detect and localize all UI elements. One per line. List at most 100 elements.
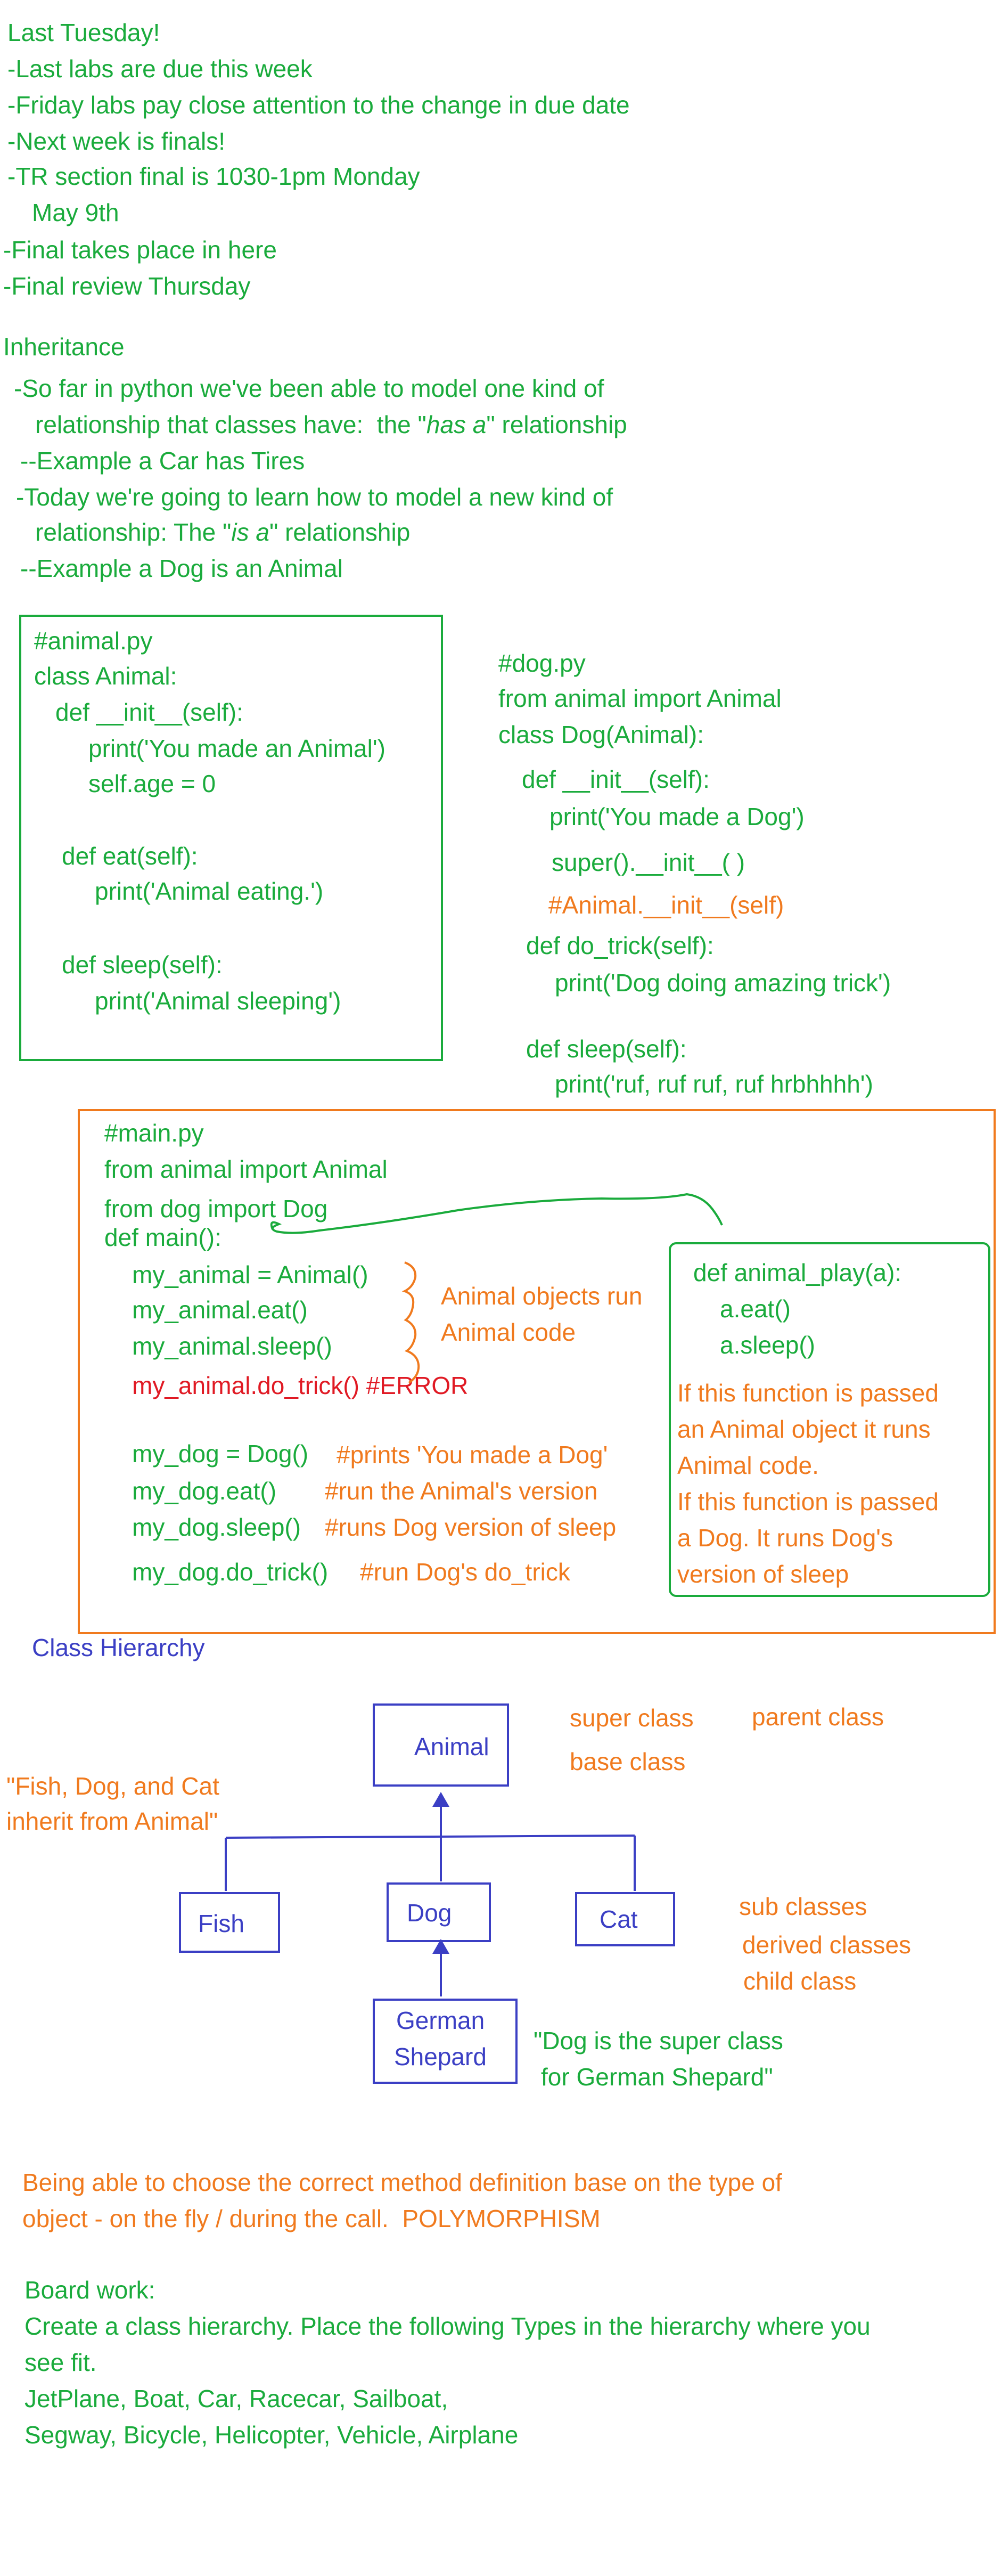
arrowhead-icon (432, 1939, 449, 1954)
inheritance-line: -So far in python we've been able to mod… (14, 374, 604, 402)
code-comment: #run the Animal's version (325, 1477, 598, 1505)
code-line: #animal.py (34, 627, 153, 655)
board-work-line: see fit. (24, 2349, 97, 2376)
code-comment: #Animal.__init__(self) (548, 891, 784, 919)
animal-objects-note: Animal code (441, 1318, 576, 1346)
animal-play-note: version of sleep (677, 1560, 849, 1588)
code-line: def __init__(self): (522, 765, 710, 793)
announcement-line: -Final takes place in here (3, 236, 277, 264)
node-german-shepard (373, 1999, 518, 2084)
code-line: def do_trick(self): (526, 932, 714, 959)
node-label: Shepard (394, 2043, 487, 2070)
code-comment: #prints 'You made a Dog' (337, 1441, 608, 1469)
animal-code-box (19, 615, 443, 1061)
hierarchy-label: super class (570, 1704, 694, 1732)
main-code-box (78, 1109, 996, 1634)
section-heading: Class Hierarchy (32, 1634, 205, 1661)
board-work-line: JetPlane, Boat, Car, Racecar, Sailboat, (24, 2385, 448, 2412)
code-line: my_dog.do_trick() (132, 1558, 329, 1586)
code-line: my_dog.sleep() (132, 1513, 301, 1541)
board-work-line: Segway, Bicycle, Helicopter, Vehicle, Ai… (24, 2421, 519, 2449)
brace-icon (401, 1261, 420, 1384)
code-line: print('Dog doing amazing trick') (555, 969, 891, 997)
announcement-line: -TR section final is 1030-1pm Monday (7, 162, 420, 190)
code-line: from animal import Animal (498, 684, 782, 712)
announcement-line: -Last labs are due this week (7, 55, 313, 83)
hierarchy-label: sub classes (739, 1893, 867, 1920)
node-cat (575, 1892, 675, 1946)
hierarchy-label: inherit from Animal" (6, 1807, 218, 1835)
code-comment: #run Dog's do_trick (360, 1558, 570, 1586)
hierarchy-line (225, 1835, 635, 1839)
arrowhead-icon (432, 1792, 449, 1807)
code-line: def __init__(self): (55, 698, 243, 726)
code-line: #dog.py (498, 649, 586, 677)
code-line: #main.py (104, 1119, 204, 1147)
inheritance-line: relationship: The "is a" relationship (35, 518, 411, 546)
node-label: Cat (600, 1905, 638, 1933)
hierarchy-label: base class (570, 1748, 686, 1775)
inheritance-line: --Example a Car has Tires (20, 447, 305, 475)
inheritance-line: -Today we're going to learn how to model… (16, 483, 613, 511)
announcement-line: -Next week is finals! (7, 127, 226, 155)
code-line: from animal import Animal (104, 1155, 388, 1183)
hierarchy-label: child class (743, 1967, 857, 1995)
code-line: print('You made a Dog') (549, 803, 805, 830)
code-line: def animal_play(a): (693, 1259, 902, 1286)
hierarchy-label: "Dog is the super class (534, 2027, 783, 2055)
code-comment: #runs Dog version of sleep (325, 1513, 617, 1541)
code-line: my_animal = Animal() (132, 1261, 368, 1289)
announcement-line: May 9th (32, 199, 119, 226)
announcement-line: Last Tuesday! (7, 19, 160, 46)
hierarchy-label: derived classes (742, 1931, 912, 1959)
animal-play-note: If this function is passed (677, 1379, 939, 1407)
code-line: class Dog(Animal): (498, 721, 704, 748)
animal-play-note: an Animal object it runs (677, 1415, 931, 1443)
code-line: print('Animal eating.') (95, 877, 324, 905)
board-work-line: Create a class hierarchy. Place the foll… (24, 2312, 871, 2340)
node-label: German (396, 2007, 485, 2034)
code-line: from dog import Dog (104, 1195, 328, 1222)
code-line: print('Animal sleeping') (95, 987, 341, 1015)
code-line: my_dog = Dog() (132, 1440, 309, 1468)
code-line: def sleep(self): (526, 1035, 687, 1063)
polymorphism-line: Being able to choose the correct method … (22, 2169, 782, 2196)
inheritance-line: relationship that classes have: the "has… (35, 411, 627, 438)
code-line: self.age = 0 (88, 770, 216, 797)
node-animal (373, 1703, 509, 1787)
node-label: Fish (198, 1910, 244, 1937)
code-line: def sleep(self): (62, 951, 223, 979)
node-label: Dog (407, 1899, 452, 1927)
code-line: super().__init__( ) (552, 849, 745, 876)
animal-play-note: Animal code. (677, 1452, 819, 1479)
section-heading: Inheritance (3, 333, 125, 361)
code-line: print('You made an Animal') (88, 735, 385, 762)
node-dog (387, 1882, 491, 1942)
code-line: class Animal: (34, 662, 177, 690)
node-fish (179, 1892, 280, 1953)
code-error-line: my_animal.do_trick() #ERROR (132, 1372, 469, 1399)
polymorphism-line: object - on the fly / during the call. P… (22, 2205, 601, 2232)
node-label: Animal (414, 1733, 489, 1760)
code-line: my_dog.eat() (132, 1477, 277, 1505)
hierarchy-label: "Fish, Dog, and Cat (6, 1772, 219, 1800)
announcement-line: -Friday labs pay close attention to the … (7, 91, 630, 119)
animal-objects-note: Animal objects run (441, 1282, 643, 1310)
code-line: my_animal.eat() (132, 1296, 308, 1324)
announcement-line: -Final review Thursday (3, 272, 251, 300)
code-line: print('ruf, ruf ruf, ruf hrbhhhh') (555, 1070, 873, 1098)
code-line: a.eat() (720, 1295, 791, 1323)
inheritance-line: --Example a Dog is an Animal (20, 555, 343, 582)
hierarchy-label: parent class (752, 1703, 884, 1731)
hierarchy-label: for German Shepard" (541, 2063, 773, 2091)
code-line: a.sleep() (720, 1331, 815, 1359)
animal-play-note: a Dog. It runs Dog's (677, 1524, 893, 1552)
board-work-line: Board work: (24, 2276, 155, 2304)
animal-play-note: If this function is passed (677, 1488, 939, 1515)
animal-play-box (669, 1242, 990, 1597)
connector-line (270, 1193, 723, 1234)
code-line: def main(): (104, 1224, 221, 1251)
code-line: def eat(self): (62, 842, 198, 870)
code-line: my_animal.sleep() (132, 1332, 332, 1360)
